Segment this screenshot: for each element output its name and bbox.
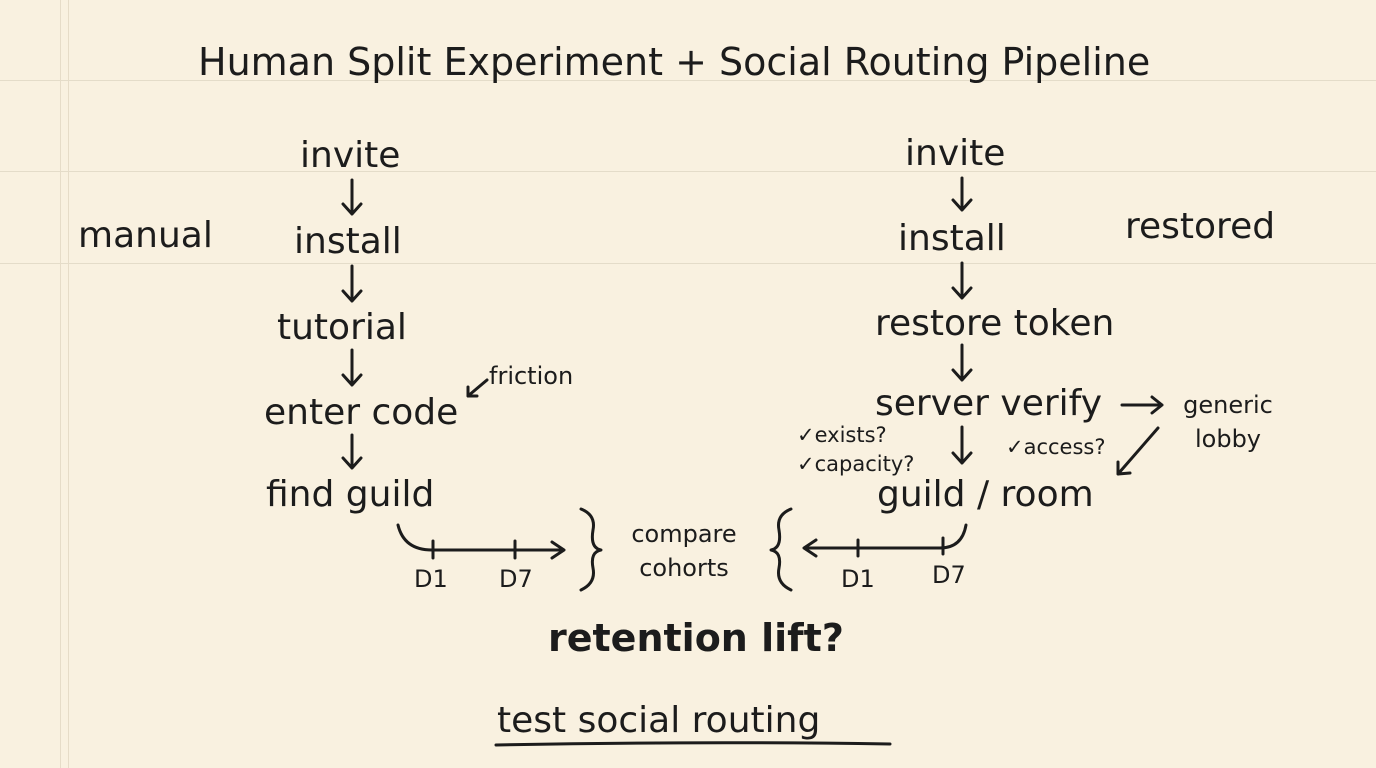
left-flow-label: manual [78, 215, 213, 256]
paper-rule-line [0, 263, 1376, 264]
right-step-invite: invite [905, 133, 1006, 174]
lobby-to-room-arrow [1116, 426, 1160, 476]
right-step-install: install [898, 218, 1006, 259]
left-timeline-d7: D7 [499, 565, 533, 593]
arrow-down [341, 178, 363, 216]
left-timeline-d1: D1 [414, 565, 448, 593]
right-step-restore-token: restore token [875, 303, 1115, 344]
paper-rule-line [0, 171, 1376, 172]
conclusion: test social routing [497, 700, 821, 741]
arrow-down [341, 264, 363, 303]
paper-margin-line [68, 0, 69, 768]
left-timeline-arrow [396, 523, 566, 560]
friction-note: friction [489, 362, 574, 390]
left-step-tutorial: tutorial [277, 307, 407, 348]
right-step-guild-room: guild / room [877, 474, 1094, 515]
arrow-down [951, 343, 973, 382]
conclusion-underline [494, 741, 892, 747]
paper-rule-line [0, 80, 1376, 81]
paper-margin-line [60, 0, 61, 768]
right-flow-label: restored [1125, 206, 1276, 247]
right-brace [769, 507, 793, 592]
arrow-down [341, 433, 363, 470]
left-flow-arrows [341, 178, 363, 470]
friction-arrow [466, 378, 489, 398]
check-exists: ✓exists? [797, 423, 887, 447]
compare-cohorts: compare cohorts [631, 520, 737, 582]
right-timeline-d1: D1 [841, 565, 875, 593]
arrow-down [341, 348, 363, 387]
to-generic-lobby-arrow [1120, 395, 1164, 415]
right-timeline-d7: D7 [932, 561, 966, 589]
generic-lobby-branch: generic lobby [1183, 391, 1273, 453]
left-step-enter-code: enter code [264, 392, 459, 433]
left-step-find-guild: find guild [266, 474, 435, 515]
retention-question: retention lift? [548, 616, 844, 660]
right-step-server-verify: server verify [875, 383, 1103, 424]
arrow-down [951, 261, 973, 300]
arrow-down [951, 176, 973, 212]
left-step-install: install [294, 221, 402, 262]
right-flow-arrows [951, 176, 973, 465]
right-timeline-arrow [802, 523, 968, 558]
left-brace [579, 507, 603, 592]
diagram-title: Human Split Experiment + Social Routing … [198, 40, 1151, 84]
left-step-invite: invite [300, 135, 401, 176]
check-access: ✓access? [1006, 435, 1106, 459]
arrow-down [951, 425, 973, 465]
check-capacity: ✓capacity? [797, 452, 915, 476]
